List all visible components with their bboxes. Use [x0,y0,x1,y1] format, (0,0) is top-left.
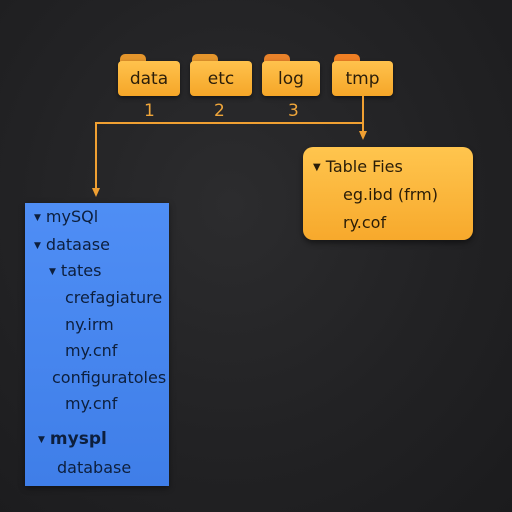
tree-item-mysql[interactable]: ▼ mySQl [34,207,98,226]
card-title-row[interactable]: ▼ Table Fies [313,157,403,176]
tree-item-label: mySQl [45,207,99,226]
connector-left-vertical [95,122,97,188]
folder-label: data [129,68,169,89]
folder-log[interactable]: log [262,54,320,96]
tree-item-label: tates [60,261,102,280]
tree-item-file[interactable]: my.cnf [65,341,118,360]
folder-data[interactable]: data [118,54,180,96]
arrow-down-icon [359,131,367,140]
directory-tree-panel: ▼ mySQl ▼ dataase ▼ tates crefagiature ny.i… [25,203,169,486]
folder-icon [264,54,290,64]
tree-item-folder[interactable]: configuratoles [52,368,167,387]
folder-etc[interactable]: etc [190,54,252,96]
arrow-down-icon [92,188,100,197]
connector-right-vertical [362,96,364,132]
tree-item-database-2[interactable]: database [57,458,132,477]
expand-triangle-icon: ▼ [313,162,321,173]
card-item[interactable]: eg.ibd (frm) [343,185,438,204]
folder-index: 1 [144,101,155,121]
tree-item-file[interactable]: my.cnf [65,394,118,413]
expand-triangle-icon: ▼ [34,241,41,251]
folder-label: log [278,68,304,89]
card-item[interactable]: ry.cof [343,213,387,232]
folder-label: tmp [345,68,380,89]
folder-label: etc [207,68,235,89]
connector-horizontal [95,122,363,124]
tree-item-mysql-2[interactable]: ▼ myspl [38,429,107,449]
tree-item-file[interactable]: ny.irm [65,315,114,334]
card-title: Table Fies [325,157,403,176]
expand-triangle-icon: ▼ [49,267,56,277]
tree-item-database[interactable]: ▼ dataase [34,235,110,254]
tree-item-tables[interactable]: ▼ tates [49,261,101,280]
folder-icon [192,54,218,64]
expand-triangle-icon: ▼ [34,213,41,223]
expand-triangle-icon: ▼ [38,435,45,445]
folder-icon [334,54,360,64]
tree-item-file[interactable]: crefagiature [65,288,163,307]
folder-tmp[interactable]: tmp [332,54,393,96]
tree-item-label: dataase [45,235,110,254]
folder-index: 3 [288,101,299,121]
folder-icon [120,54,146,64]
tree-item-label: myspl [49,429,107,449]
table-files-card: ▼ Table Fies eg.ibd (frm) ry.cof [303,147,473,240]
folder-index: 2 [214,101,225,121]
